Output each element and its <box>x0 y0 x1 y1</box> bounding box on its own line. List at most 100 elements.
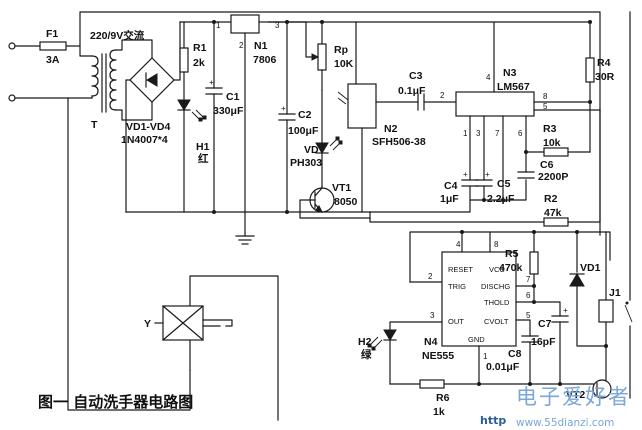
n3-pin-6: 6 <box>518 129 523 138</box>
led-h1: H1 红 <box>177 99 210 213</box>
r1-value: 2k <box>193 57 205 69</box>
c3-value: 0.1μF <box>398 85 426 97</box>
c6-label: C6 <box>540 159 554 171</box>
watermark: 电子爱好者 www.55dianzi.com http <box>480 385 631 429</box>
vt1-label: VT1 <box>332 182 351 194</box>
h1-label: H1 <box>196 141 210 153</box>
svg-text:+: + <box>209 78 214 87</box>
c7-value: 16pF <box>531 336 556 348</box>
potentiometer-rp: Rp 10K <box>305 20 354 91</box>
ir-receiver-n2: N2 SFH506-38 <box>337 21 426 213</box>
n3-pin-7: 7 <box>495 129 500 138</box>
diode-vd1: VD1 <box>569 231 608 348</box>
r6-label: R6 <box>436 392 450 404</box>
n4-label: N4 <box>424 336 438 348</box>
resistor-r2: R2 47k <box>369 109 601 227</box>
n3-pin-4: 4 <box>486 73 491 82</box>
vd1-label: VD1 <box>580 262 601 274</box>
f1-value: 3A <box>46 54 60 66</box>
transistor-vt1: VT1 8050 <box>299 182 371 219</box>
c4-label: C4 <box>444 180 458 192</box>
c5-value: 2.2μF <box>487 193 515 205</box>
n1-label: N1 <box>254 40 268 52</box>
regulator-n1: 1 2 3 N1 7806 <box>213 14 280 213</box>
n4-pin-disch: DISCHG <box>481 282 510 291</box>
r5-value: 470k <box>499 262 523 274</box>
transistor-vt2: VT2 <box>566 345 612 401</box>
resistor-r1: R1 2k <box>179 21 207 101</box>
resistor-r4: R4 30R <box>585 20 615 153</box>
n2-label: N2 <box>384 123 398 135</box>
capacitor-c3: C3 0.1μF <box>398 70 457 111</box>
rp-label: Rp <box>334 44 348 56</box>
n3-pin-5: 5 <box>543 102 548 111</box>
watermark-text: 电子爱好者 <box>516 385 631 409</box>
solenoid-valve-y: Y <box>144 275 279 421</box>
relay-j1: J1 <box>598 11 633 399</box>
c5-label: C5 <box>497 178 511 190</box>
n4-pin-cvolt: CVOLT <box>484 317 509 326</box>
decoder-n3: 2 4 8 5 1 3 7 6 N3 LM567 <box>440 21 601 138</box>
timer-n4: RESET VCC TRIG DISCHG THOLD OUT CVOLT GN… <box>422 240 531 362</box>
r4-value: 30R <box>595 71 615 83</box>
r2-value: 47k <box>544 207 562 219</box>
ir-led-vd: VD PH303 <box>290 89 343 187</box>
r4-label: R4 <box>597 57 611 69</box>
capacitor-c7: + C7 16pF <box>531 306 569 385</box>
capacitor-c6: C6 2200P <box>517 159 568 183</box>
n1-pin-2: 2 <box>239 41 244 50</box>
r2-label: R2 <box>544 193 558 205</box>
svg-text:+: + <box>463 170 468 179</box>
capacitor-c2: + C2 100μF <box>278 21 319 214</box>
n2-value: SFH506-38 <box>372 136 426 148</box>
vd-value: PH303 <box>290 157 322 169</box>
c2-label: C2 <box>298 109 312 121</box>
n4-pinno-disch: 7 <box>526 275 531 284</box>
transformer-spec: 220/9V交流 <box>90 29 145 42</box>
n3-pin-1: 1 <box>463 129 468 138</box>
n4-pin-reset: RESET <box>448 265 473 274</box>
c1-value: 330μF <box>213 105 244 117</box>
c8-value: 0.01μF <box>486 361 520 373</box>
svg-text:+: + <box>281 104 286 113</box>
j1-label: J1 <box>609 287 621 299</box>
n4-pin-vcc: VCC <box>489 265 505 274</box>
n4-pinno-thold: 6 <box>526 291 531 300</box>
n1-value: 7806 <box>253 54 277 66</box>
vd-label: VD <box>304 144 319 156</box>
n4-pinno-cvolt: 5 <box>526 311 531 320</box>
n3-value: LM567 <box>497 81 530 93</box>
n4-pinno-gnd: 1 <box>483 352 488 361</box>
bridge-rectifier: VD1-VD4 1N4007*4 <box>115 21 181 213</box>
c3-label: C3 <box>409 70 423 82</box>
capacitor-c1: + C1 330μF <box>205 20 244 214</box>
c8-label: C8 <box>508 348 522 360</box>
svg-text:+: + <box>563 306 568 315</box>
vt2-label: VT2 <box>566 389 585 401</box>
n4-pinno-vcc: 8 <box>494 240 499 249</box>
c6-value: 2200P <box>538 171 568 183</box>
n4-pin-trig: TRIG <box>448 282 466 291</box>
c1-label: C1 <box>226 91 240 103</box>
c2-value: 100μF <box>288 125 319 137</box>
led-h2: H2 绿 <box>358 329 397 385</box>
capacitor-c8: C8 0.01μF <box>486 319 539 385</box>
bridge-value: 1N4007*4 <box>121 134 168 146</box>
n4-pinno-reset: 4 <box>456 240 461 249</box>
watermark-url: www.55dianzi.com <box>516 417 614 429</box>
n4-pin-thold: THOLD <box>484 298 510 307</box>
ground-symbol <box>235 211 255 245</box>
transformer-t: 220/9V交流 T <box>90 29 145 131</box>
diagram-title: 图一 自动洗手器电路图 <box>38 393 193 411</box>
n4-pinno-out: 3 <box>430 311 435 320</box>
svg-text:+: + <box>485 170 490 179</box>
resistor-r6: R6 1k <box>419 379 450 418</box>
watermark-http: http <box>480 414 506 427</box>
capacitor-c4: + C4 1μF <box>440 170 479 205</box>
h2-value: 绿 <box>361 348 372 361</box>
n3-pin-8: 8 <box>543 92 548 101</box>
r6-value: 1k <box>433 406 445 418</box>
bridge-label: VD1-VD4 <box>126 121 171 133</box>
r5-label: R5 <box>505 248 519 260</box>
